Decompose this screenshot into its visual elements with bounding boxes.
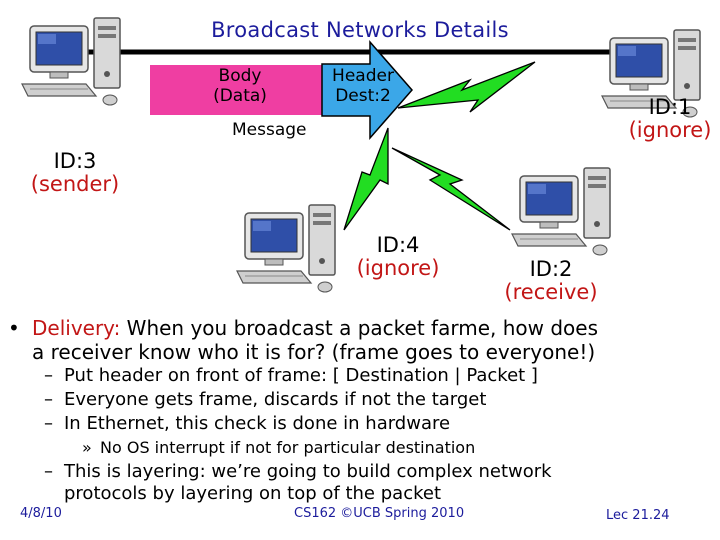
sub-dash-4: – (44, 461, 53, 482)
bullet-delivery-line2: a receiver know who it is for? (frame go… (32, 340, 596, 364)
packet-message-label: Message (232, 120, 307, 140)
sub-bullet-4-line2: protocols by layering on top of the pack… (64, 483, 441, 504)
node-id3-id: ID:3 (53, 149, 97, 173)
footer-course: CS162 ©UCB Spring 2010 (294, 506, 465, 521)
node-id4-label: ID:4 (ignore) (350, 234, 446, 280)
slide-title: Broadcast Networks Details (211, 18, 509, 42)
packet-body-box (150, 65, 322, 115)
network-diagram (21, 17, 701, 293)
packet-body-line1: Body (218, 66, 262, 86)
sub-dash-2: – (44, 389, 53, 410)
node-id2-role: (receive) (504, 280, 598, 304)
signal-bolt-id1 (397, 61, 536, 113)
node-id2-id: ID:2 (529, 257, 573, 281)
node-id3-role: (sender) (30, 172, 120, 196)
computer-id4 (236, 204, 336, 293)
computer-id2 (511, 167, 611, 256)
sub-bullet-4-line1: This is layering: we’re going to build c… (64, 461, 552, 482)
footer-lecture: Lec 21.24 (606, 508, 670, 523)
node-id1-id: ID:1 (648, 95, 692, 119)
packet-header-label: Header Dest:2 (318, 66, 408, 106)
bullet-delivery-label: Delivery: (32, 316, 121, 340)
packet-header-arrow (321, 40, 413, 140)
subsub-bullet-1: No OS interrupt if not for particular de… (100, 438, 476, 457)
node-id2-label: ID:2 (receive) (496, 258, 606, 304)
footer-date: 4/8/10 (20, 506, 62, 521)
node-id4-role: (ignore) (356, 256, 440, 280)
sub-dash-1: – (44, 365, 53, 386)
packet-body-label: Body (Data) (190, 66, 290, 106)
subsub-marker: » (82, 438, 92, 457)
sub-bullet-3: In Ethernet, this check is done in hardw… (64, 413, 451, 434)
sub-dash-3: – (44, 413, 53, 434)
bullet-delivery-line1: Delivery: When you broadcast a packet fa… (32, 316, 598, 340)
packet-body-line2: (Data) (213, 86, 267, 106)
node-id1-label: ID:1 (ignore) (620, 96, 720, 142)
node-id1-role: (ignore) (628, 118, 712, 142)
node-id3-label: ID:3 (sender) (20, 150, 130, 196)
bullet-marker: • (8, 316, 20, 340)
packet-header-line1: Header (332, 66, 394, 86)
signal-bolt-id4 (343, 127, 389, 231)
signal-bolt-id2 (391, 147, 511, 231)
node-id4-id: ID:4 (376, 233, 420, 257)
sub-bullet-2: Everyone gets frame, discards if not the… (64, 389, 487, 410)
bullet-delivery-text1: When you broadcast a packet farme, how d… (126, 316, 598, 340)
packet-header-line2: Dest:2 (335, 86, 391, 106)
sub-bullet-1: Put header on front of frame: [ Destinat… (64, 365, 538, 386)
